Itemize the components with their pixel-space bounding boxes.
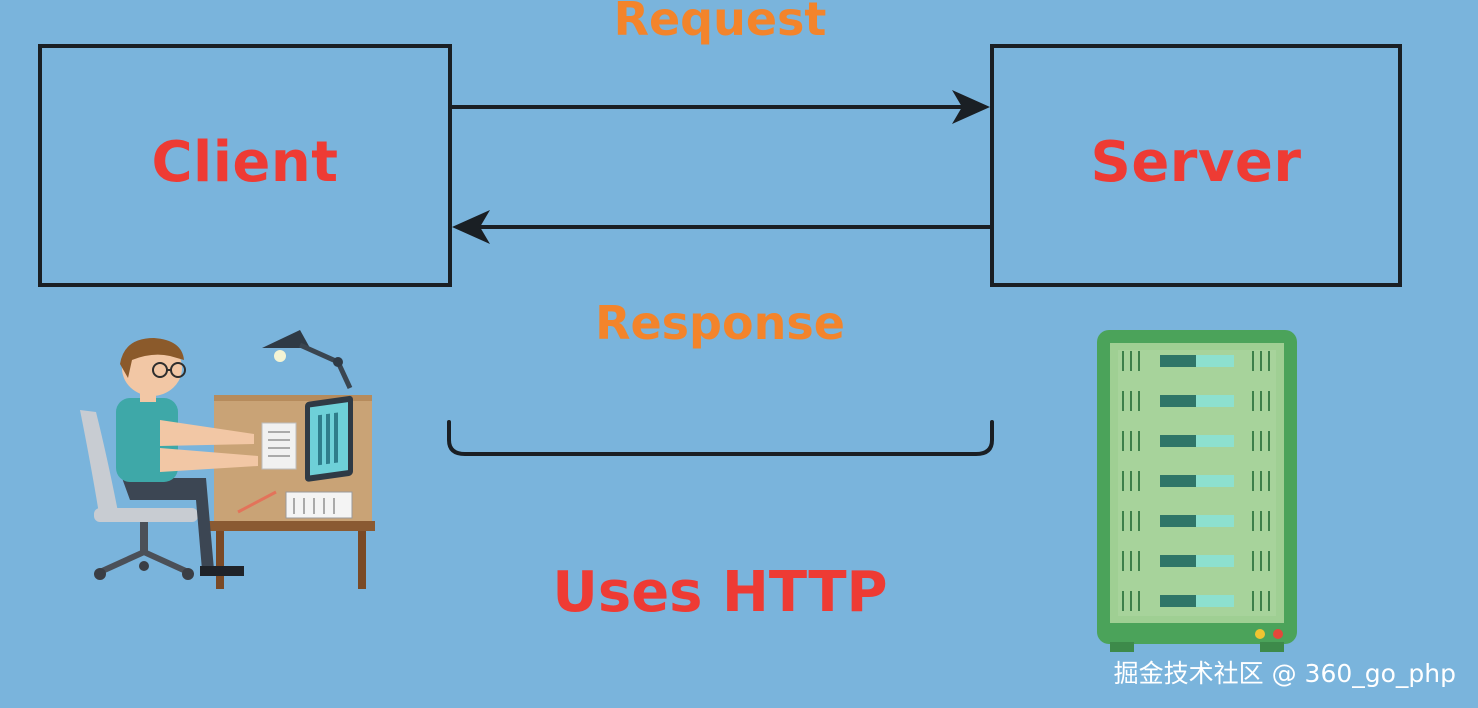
person-at-desk-icon [80,330,375,589]
server-slot [1122,551,1270,571]
client-label: Client [151,130,339,195]
watermark-text: 掘金技术社区 @ 360_go_php [1113,659,1456,688]
client-node: Client [38,44,452,287]
server-slot [1122,471,1270,491]
response-arrow [452,210,990,244]
server-slot [1122,511,1270,531]
server-label: Server [1090,130,1302,195]
request-arrow [452,90,990,124]
request-label: Request [613,0,827,46]
protocol-label: Uses HTTP [552,560,888,625]
server-slot [1122,351,1270,371]
server-slot [1122,591,1270,611]
server-node: Server [990,44,1402,287]
server-slot [1122,391,1270,411]
response-label: Response [595,296,845,350]
server-slot [1122,431,1270,451]
server-rack-icon [1097,330,1297,652]
bracket-connector [447,420,994,456]
server-slots [1122,351,1270,611]
